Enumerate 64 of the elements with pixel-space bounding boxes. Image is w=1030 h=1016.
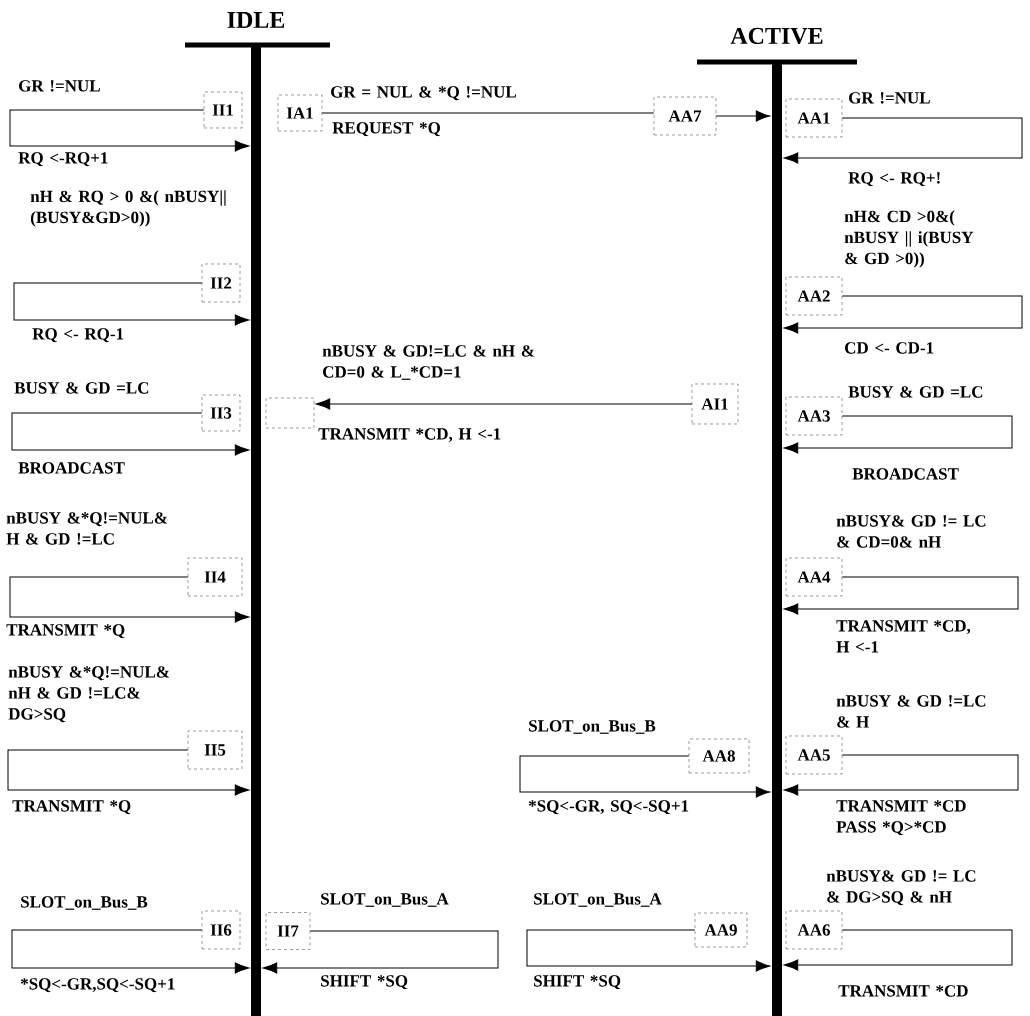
- edge-label: TRANSMIT *CD PASS *Q>*CD: [836, 800, 966, 836]
- edge-label: RQ <- RQ+!: [848, 172, 940, 187]
- dashed-state-box: AA9: [694, 912, 748, 948]
- arrow: [783, 576, 1019, 615]
- condition-text: nH & RQ > 0 &( nBUSY|| (BUSY&GD>0)): [30, 190, 226, 227]
- dashed-state-box: AI1: [691, 383, 739, 425]
- dashed-state-box: II5: [187, 730, 243, 770]
- condition-text: SLOT_on_Bus_A: [534, 893, 662, 907]
- arrow: [11, 412, 250, 456]
- arrow: [9, 576, 250, 623]
- arrow: [13, 282, 250, 326]
- dashed-state-box: II1: [203, 91, 243, 129]
- condition-text: SLOT_on_Bus_B: [21, 896, 148, 910]
- condition-text: nBUSY& GD != LC & DG>SQ & nH: [826, 870, 976, 906]
- dashed-state-box: II2: [201, 263, 241, 303]
- arrow: [526, 929, 771, 972]
- arrow: [783, 929, 1013, 971]
- condition-text: SLOT_on_Bus_B: [529, 720, 656, 734]
- edge-label: *SQ<-GR,SQ<-SQ+1: [20, 978, 175, 993]
- edge-label: REQUEST *Q: [332, 122, 441, 137]
- dashed-state-box: II6: [201, 910, 241, 950]
- arrow: [11, 929, 250, 974]
- condition-text: GR !=NUL: [19, 80, 100, 92]
- dashed-state-box: AA6: [785, 910, 843, 950]
- edge-label: *SQ<-GR, SQ<-SQ+1: [528, 800, 689, 815]
- arrow: [715, 110, 771, 122]
- edge-label: SHIFT *SQ: [534, 975, 621, 990]
- dashed-state-box: AA2: [785, 276, 843, 316]
- dashed-state-box: AA7: [653, 96, 717, 136]
- dashed-state-box: II4: [187, 557, 243, 597]
- edge-label: TRANSMIT *Q: [12, 800, 131, 815]
- edge-label: TRANSMIT *CD: [838, 985, 968, 997]
- condition-text: BUSY & GD =LC: [14, 382, 149, 394]
- condition-text: nBUSY & GD !=LC & H: [836, 695, 986, 728]
- arrow: [783, 415, 1013, 454]
- edge-label: CD <- CD-1: [845, 342, 934, 354]
- dashed-state-box: IA1: [277, 94, 323, 132]
- edge-label: RQ <- RQ-1: [32, 328, 124, 343]
- edge-label: RQ <-RQ+1: [18, 152, 108, 167]
- condition-text: nBUSY &*Q!=NUL& nH & GD !=LC& DG>SQ: [8, 666, 170, 723]
- edge-label: SHIFT *SQ: [321, 975, 408, 990]
- dashed-state-box: II7: [265, 912, 311, 950]
- arrow: [783, 295, 1023, 334]
- dashed-state-box: II3: [201, 394, 241, 432]
- dashed-state-box: AA8: [688, 738, 750, 774]
- arrow: [315, 398, 693, 410]
- edge-label: TRANSMIT *CD, H <-1: [318, 428, 501, 443]
- condition-text: nBUSY& GD != LC & CD=0& nH: [836, 515, 986, 548]
- dashed-state-box: AA1: [785, 98, 843, 138]
- dashed-state-box: AA4: [785, 557, 843, 597]
- edge-label: TRANSMIT *CD, H <-1: [836, 620, 971, 653]
- edge-label: BROADCAST: [852, 468, 959, 480]
- dashed-box: [265, 397, 315, 429]
- condition-text: SLOT_on_Bus_A: [321, 893, 449, 907]
- edge-label: TRANSMIT *Q: [6, 624, 125, 639]
- dashed-state-box: AA5: [785, 735, 843, 775]
- arrow: [7, 749, 250, 796]
- arrow: [783, 754, 1019, 796]
- arrow: [262, 930, 499, 974]
- edge-label: BROADCAST: [18, 462, 125, 474]
- arrow: [783, 117, 1023, 164]
- dashed-state-box: AA3: [785, 396, 843, 436]
- arrow: [9, 109, 250, 152]
- arrow: [519, 755, 771, 798]
